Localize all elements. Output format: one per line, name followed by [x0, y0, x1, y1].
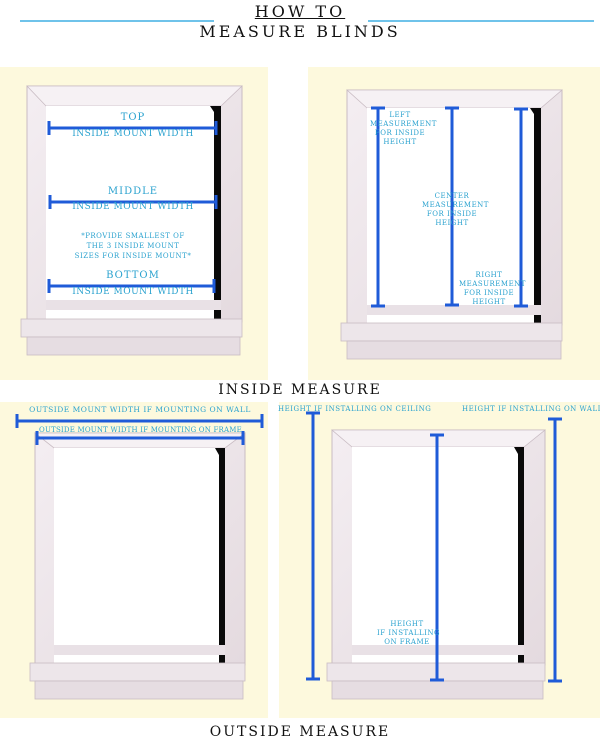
- measure-bottom-width: [47, 279, 216, 293]
- right-height-line-1: RIGHT: [475, 271, 503, 279]
- frame-height-line-3: ON FRAME: [384, 638, 430, 646]
- left-height-line-4: HEIGHT: [383, 138, 417, 146]
- middle-label-title: MIDDLE: [107, 186, 159, 197]
- right-height-line-4: HEIGHT: [472, 298, 506, 306]
- top-label-sub: INSIDE MOUNT WIDTH: [72, 129, 194, 139]
- note-line-3: SIZES FOR INSIDE MOUNT*: [74, 252, 192, 260]
- left-height-line-3: FOR INSIDE: [374, 129, 426, 137]
- title-line-1: HOW TO: [254, 2, 346, 21]
- wall-height-label: HEIGHT IF INSTALLING ON WALL: [462, 405, 600, 413]
- measure-frame-width: [35, 431, 245, 445]
- measure-top-width: [47, 121, 218, 135]
- middle-label-sub: INSIDE MOUNT WIDTH: [72, 202, 194, 212]
- window-frame-1: [20, 85, 243, 356]
- measure-center-height: [445, 106, 459, 307]
- bottom-label-sub: INSIDE MOUNT WIDTH: [72, 287, 194, 297]
- outside-wall-width-label: OUTSIDE MOUNT WIDTH IF MOUNTING ON WALL: [29, 405, 251, 414]
- note-line-2: THE 3 INSIDE MOUNT: [86, 242, 180, 250]
- bottom-label-title: BOTTOM: [106, 270, 160, 281]
- right-height-line-2: MEASUREMENT: [459, 280, 526, 288]
- inside-measure-label: INSIDE MEASURE: [218, 382, 382, 398]
- measure-right-height: [514, 107, 528, 308]
- title-rule-right: [368, 20, 594, 22]
- center-height-line-4: HEIGHT: [435, 219, 469, 227]
- measure-ceiling-height: [306, 411, 320, 681]
- outside-measure-label: OUTSIDE MEASURE: [209, 724, 391, 740]
- measure-wall-width: [15, 414, 264, 428]
- window-frame-3: [29, 432, 247, 700]
- center-height-line-2: MEASUREMENT: [422, 201, 489, 209]
- frame-height-line-2: IF INSTALLING: [377, 629, 441, 637]
- frame-height-line-1: HEIGHT: [390, 620, 424, 628]
- left-height-line-2: MEASUREMENT: [370, 120, 437, 128]
- window-frame-2: [340, 89, 564, 360]
- center-height-line-3: FOR INSIDE: [426, 210, 478, 218]
- measure-wall-height: [548, 417, 562, 683]
- top-label-title: TOP: [120, 112, 146, 123]
- right-height-line-3: FOR INSIDE: [463, 289, 515, 297]
- title-rule-left: [20, 20, 214, 22]
- center-height-line-1: CENTER: [434, 192, 470, 200]
- measure-frame-height: [430, 433, 444, 682]
- ceiling-height-label: HEIGHT IF INSTALLING ON CEILING: [278, 405, 432, 413]
- outside-frame-width-label: OUTSIDE MOUNT WIDTH IF MOUNTING ON FRAME: [39, 426, 242, 434]
- left-height-line-1: LEFT: [389, 111, 411, 119]
- note-line-1: *PROVIDE SMALLEST OF: [81, 232, 185, 240]
- measure-middle-width: [48, 195, 218, 209]
- title-line-2: MEASURE BLINDS: [199, 22, 401, 41]
- measure-left-height: [371, 106, 385, 308]
